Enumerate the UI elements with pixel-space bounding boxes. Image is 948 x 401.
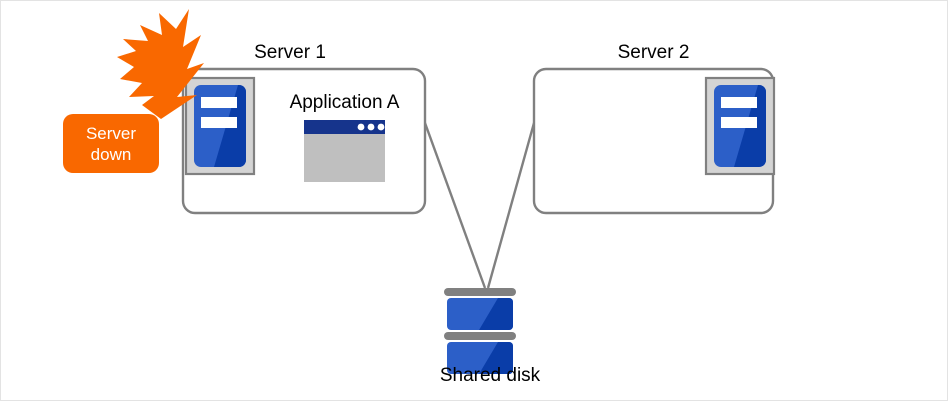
- connector-server1-to-disk: [423, 122, 487, 289]
- server-down-badge[interactable]: [63, 114, 159, 173]
- connector-server2-to-disk: [486, 122, 536, 289]
- shared-disk-icon[interactable]: [444, 288, 516, 374]
- server1-server-icon[interactable]: [184, 76, 256, 176]
- app-window-icon[interactable]: [304, 120, 385, 182]
- application-label: Application A: [289, 92, 400, 113]
- connector-lines: [423, 122, 536, 289]
- server2-label: Server 2: [617, 42, 690, 63]
- lightning-burst-icon: [117, 9, 204, 119]
- server2-server-icon[interactable]: [704, 76, 776, 176]
- shared-disk-label: Shared disk: [439, 365, 541, 386]
- server1-label: Server 1: [254, 42, 326, 63]
